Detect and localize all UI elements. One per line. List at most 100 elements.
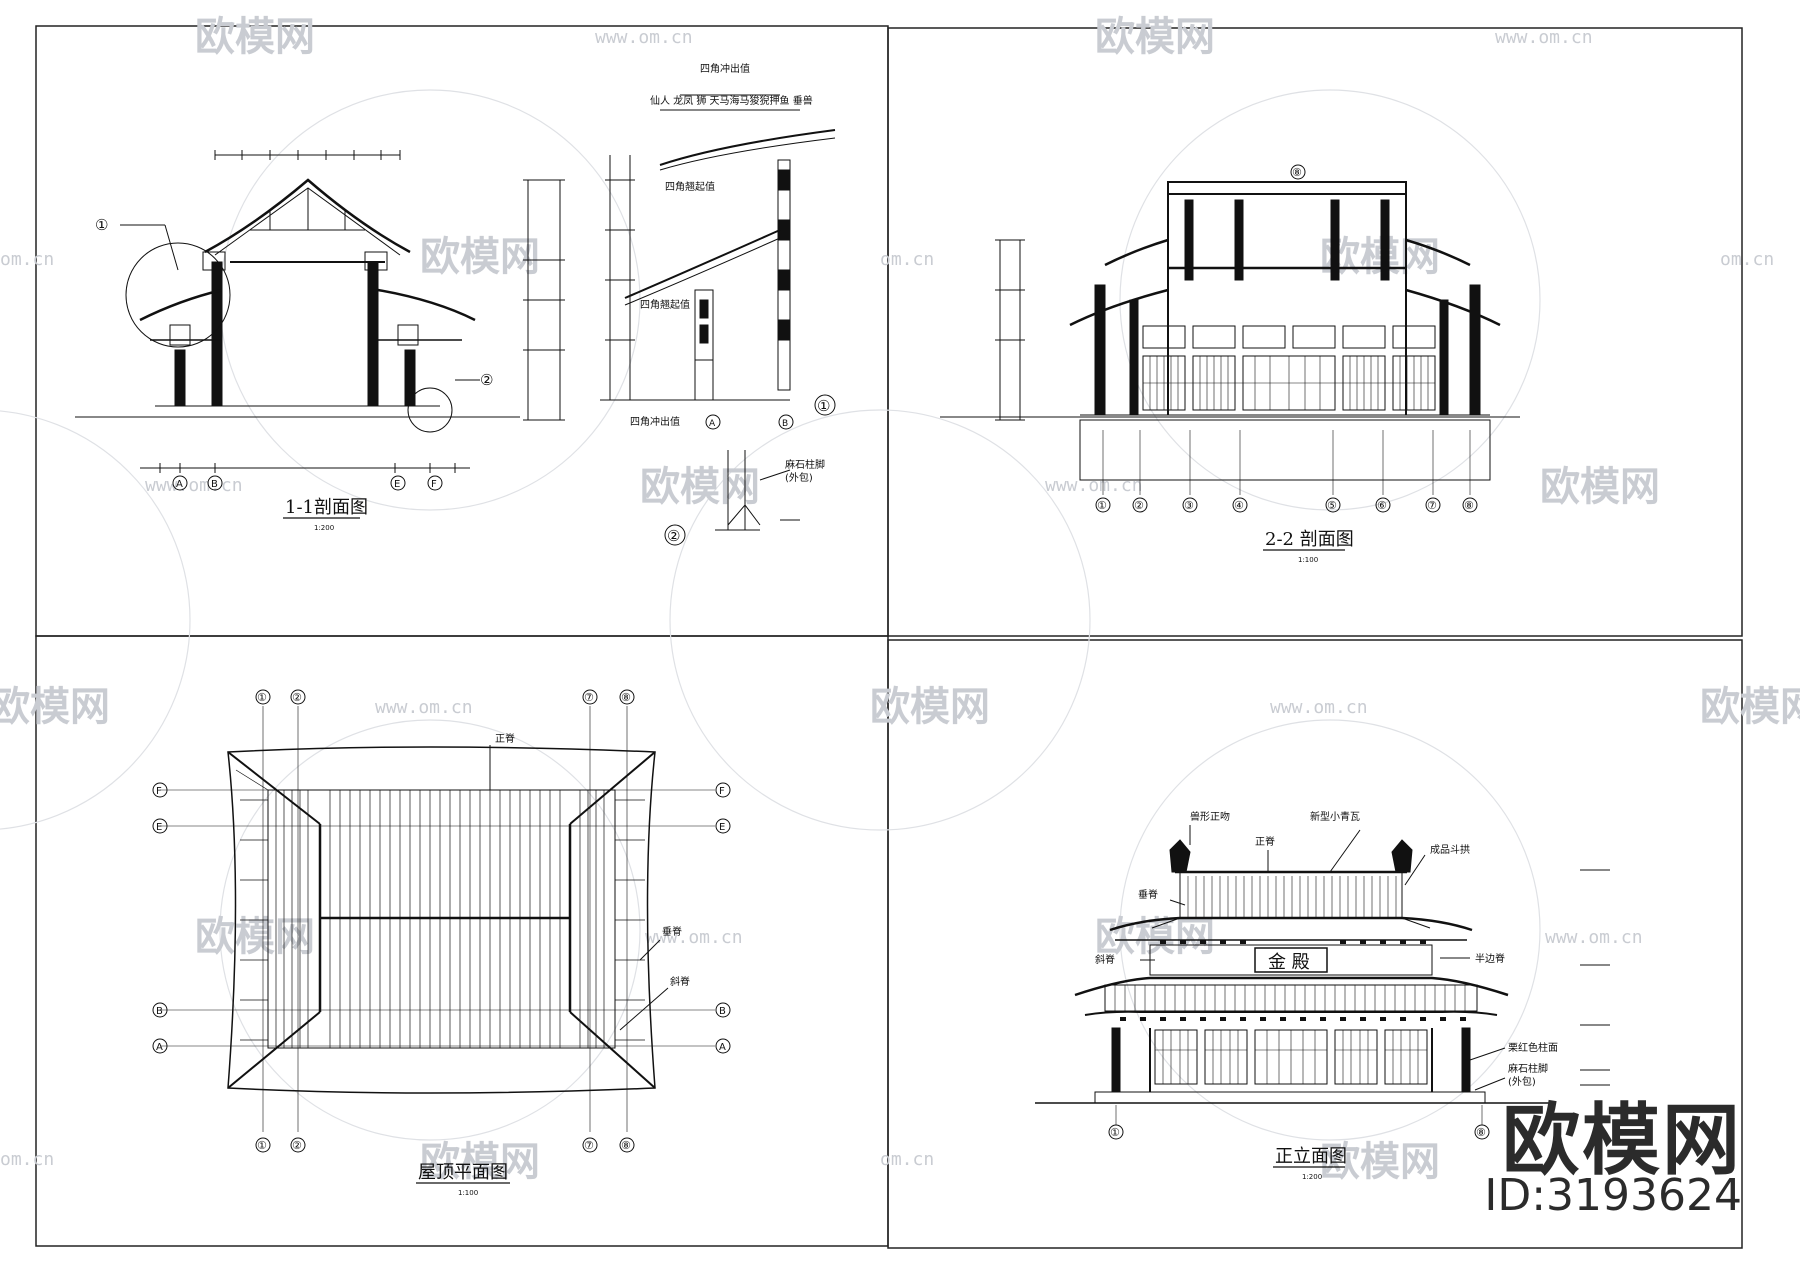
label-base-sub: (外包) <box>1508 1075 1536 1088</box>
watermark-url: www.om.cn <box>145 475 243 496</box>
label-bracket: 成品斗拱 <box>1430 843 1470 856</box>
axis-col: ① <box>257 1139 267 1152</box>
watermark-layer: 欧模网 欧模网 欧模网 欧模网 欧模网 欧模网 欧模网 欧模网 欧模网 欧模网 … <box>0 14 1800 1185</box>
axis-label: A <box>709 419 716 429</box>
label-vertical: 垂脊 <box>1138 888 1158 901</box>
watermark-brand: 欧模网 <box>1095 14 1215 60</box>
watermark-brand: 欧模网 <box>420 234 540 280</box>
section-2-scale: 1:100 <box>1298 556 1318 564</box>
axis-row: A <box>156 1042 163 1053</box>
watermark-brand: 欧模网 <box>640 464 760 510</box>
roof-plan-scale: 1:100 <box>458 1189 478 1197</box>
watermark-url: www.om.cn <box>595 27 693 48</box>
watermark-url: om.cn <box>880 249 934 270</box>
axis-label: ⑦ <box>1427 499 1437 512</box>
axis-label: B <box>782 419 788 429</box>
watermark-brand: 欧模网 <box>1320 1139 1440 1185</box>
callout-1: ① <box>95 216 108 234</box>
axis-label: F <box>431 479 437 490</box>
watermark-url: www.om.cn <box>1495 27 1593 48</box>
front-elevation <box>1035 825 1610 1140</box>
section-2-title: 2-2 剖面图 <box>1265 529 1354 550</box>
watermark-brand: 欧模网 <box>1095 914 1215 960</box>
detail-ridge-labels: 仙人 龙凤 狮 天马海马狻猊押鱼 垂兽 <box>650 94 813 107</box>
section-1-title: 1-1剖面图 <box>285 497 368 518</box>
watermark-brand: 欧模网 <box>870 684 990 730</box>
detail-2-marker: ② <box>667 527 680 545</box>
brand-id: ID:3193624 <box>1484 1170 1742 1221</box>
watermark-url: www.om.cn <box>1545 927 1643 948</box>
axis-col: ⑦ <box>584 1139 594 1152</box>
label-base: 麻石柱脚 <box>1508 1062 1548 1075</box>
detail-column-base-text: 麻石柱脚 (外包) ② <box>667 458 825 545</box>
roof-plan-title: 屋顶平面图 <box>418 1162 508 1183</box>
plaque-text: 金 殿 <box>1268 952 1310 973</box>
axis-col: ① <box>257 691 267 704</box>
watermark-brand: 欧模网 <box>195 914 315 960</box>
axis-label: ⑧ <box>1476 1126 1486 1139</box>
detail-label-c: 四角冲出值 <box>630 415 680 428</box>
roof-plan <box>152 689 731 1153</box>
axis-col: ② <box>292 691 302 704</box>
watermark-url: www.om.cn <box>645 927 743 948</box>
axis-label: ③ <box>1184 499 1194 512</box>
watermark-url: om.cn <box>880 1149 934 1170</box>
section-1-1-text: ① ② A B E F 1-1剖面图 1:200 <box>95 216 493 532</box>
detail-2-sub: (外包) <box>785 471 813 484</box>
axis-label: B <box>211 479 218 490</box>
watermark-url: om.cn <box>1720 249 1774 270</box>
label-vertical: 垂脊 <box>662 925 682 938</box>
axis-label: A <box>176 479 183 490</box>
axis-label: ② <box>1134 499 1144 512</box>
detail-label-a: 四角翘起值 <box>665 180 715 193</box>
brand-name: 欧模网 <box>1501 1096 1742 1186</box>
axis-col: ⑧ <box>621 1139 631 1152</box>
watermark-brand: 欧模网 <box>420 1139 540 1185</box>
axis-row: B <box>719 1006 726 1017</box>
watermark-url: om.cn <box>0 249 54 270</box>
callout-2: ② <box>480 371 493 389</box>
label-ridge: 正脊 <box>1255 835 1275 848</box>
watermark-brand: 欧模网 <box>195 14 315 60</box>
axis-row: F <box>719 786 725 797</box>
label-beast: 兽形正吻 <box>1190 810 1230 823</box>
watermark-url: www.om.cn <box>375 697 473 718</box>
label-hip: 斜脊 <box>1095 953 1115 966</box>
axis-row: E <box>719 822 725 833</box>
watermark-brand: 欧模网 <box>1320 234 1440 280</box>
axis-row: B <box>156 1006 163 1017</box>
section-2-2 <box>940 164 1520 513</box>
axis-col: ② <box>292 1139 302 1152</box>
label-hip: 斜脊 <box>670 975 690 988</box>
detail-column-base <box>664 450 800 546</box>
axis-row: E <box>156 822 162 833</box>
label-ridge: 正脊 <box>495 732 515 745</box>
label-half: 半边脊 <box>1475 952 1505 965</box>
watermark-brand: 欧模网 <box>0 684 110 730</box>
watermark-brand: 欧模网 <box>1700 684 1800 730</box>
section-2-2-text: ① ② ③ ④ ⑤ ⑥ ⑦ ⑧ ⑧ 2-2 剖面图 1:100 <box>1097 166 1474 564</box>
detail-2-label: 麻石柱脚 <box>785 458 825 471</box>
watermark-brand: 欧模网 <box>1540 464 1660 510</box>
axis-label: ① <box>1110 1126 1120 1139</box>
detail-label-b: 四角翘起值 <box>640 298 690 311</box>
axis-row: F <box>156 786 162 797</box>
axis-col: ⑦ <box>584 691 594 704</box>
label-column: 栗红色柱面 <box>1508 1041 1558 1054</box>
axis-label: ⑧ <box>1464 499 1474 512</box>
front-elevation-title: 正立面图 <box>1275 1146 1347 1167</box>
detail-top-label: 四角冲出值 <box>700 62 750 75</box>
watermark-url: www.om.cn <box>1270 697 1368 718</box>
detail-eave <box>600 94 836 430</box>
front-elevation-scale: 1:200 <box>1302 1173 1322 1181</box>
axis-label: ⑥ <box>1377 499 1387 512</box>
axis-row: A <box>719 1042 726 1053</box>
watermark-url: www.om.cn <box>1045 475 1143 496</box>
section-1-1 <box>75 150 565 491</box>
axis-label: E <box>394 479 400 490</box>
top-axis-marker: ⑧ <box>1292 166 1302 179</box>
front-elevation-text: 兽形正吻 新型小青瓦 正脊 垂脊 成品斗拱 斜脊 半边脊 金 殿 栗红色柱面 麻… <box>1095 810 1558 1181</box>
watermark-circles <box>0 89 1541 1141</box>
roof-plan-text: 正脊 垂脊 斜脊 ① ② ⑦ ⑧ ① ② ⑦ ⑧ F E B A F E B A… <box>156 691 726 1197</box>
